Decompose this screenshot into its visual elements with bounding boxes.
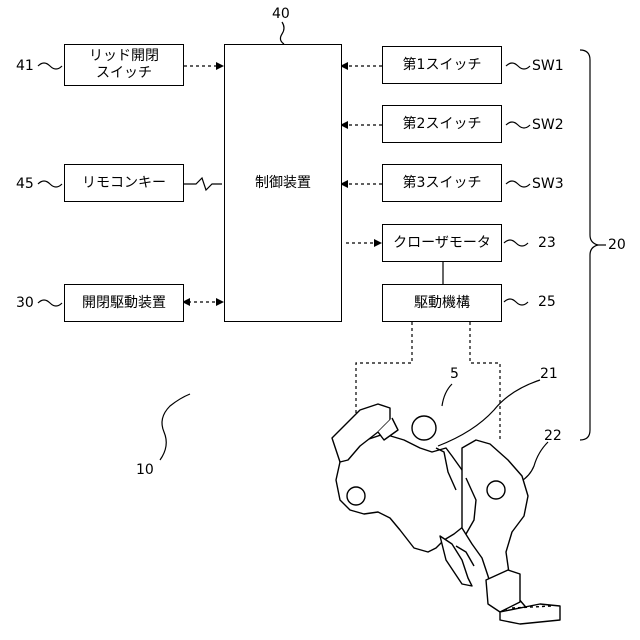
ref-45: 45	[16, 176, 34, 192]
leader-23	[504, 240, 528, 246]
switch1-box: 第1スイッチ	[382, 46, 502, 84]
closer-motor-box: クローザモータ	[382, 224, 502, 262]
switch3-label: 第3スイッチ	[403, 175, 482, 192]
leader-10	[160, 394, 190, 460]
switch3-box: 第3スイッチ	[382, 164, 502, 202]
ref-sw1: SW1	[532, 58, 564, 74]
pivot-right	[487, 481, 505, 499]
arrowhead-drive-right	[216, 298, 224, 306]
leader-45	[38, 181, 62, 187]
ref-sw2: SW2	[532, 117, 564, 133]
lid-switch-box: リッド開閉 スイッチ	[64, 44, 184, 86]
drive-mechanism-label: 駆動機構	[414, 295, 470, 312]
leader-25	[504, 299, 528, 305]
linkage-left	[356, 322, 412, 418]
leader-40	[280, 22, 284, 44]
switch2-label: 第2スイッチ	[403, 116, 482, 133]
leader-5	[442, 384, 452, 406]
lid-switch-label: リッド開閉 スイッチ	[89, 48, 159, 82]
remote-key-label: リモコンキー	[82, 175, 166, 192]
leader-sw1	[506, 63, 530, 69]
leader-sw2	[506, 122, 530, 128]
ref-5: 5	[450, 366, 459, 382]
ref-22: 22	[544, 428, 562, 444]
ref-21: 21	[540, 366, 558, 382]
wireless-zigzag	[184, 178, 222, 190]
switch2-box: 第2スイッチ	[382, 105, 502, 143]
ref-23: 23	[538, 235, 556, 251]
leader-30	[38, 300, 62, 306]
arrowhead-motor	[374, 239, 382, 247]
ref-20: 20	[608, 237, 626, 253]
arrowhead-lid	[216, 62, 224, 70]
ref-sw3: SW3	[532, 176, 564, 192]
ref-41: 41	[16, 58, 34, 74]
leader-sw3	[506, 181, 530, 187]
pivot-left	[347, 487, 365, 505]
open-close-drive-label: 開閉駆動装置	[82, 295, 166, 312]
ref-25: 25	[538, 294, 556, 310]
controller-box: 制御装置	[224, 44, 342, 322]
switch1-label: 第1スイッチ	[403, 57, 482, 74]
ref-10: 10	[136, 462, 154, 478]
leader-22	[520, 442, 548, 482]
linkage-right	[470, 322, 500, 440]
lower-arm	[440, 536, 472, 586]
open-close-drive-box: 開閉駆動装置	[64, 284, 184, 322]
striker-ball	[412, 416, 436, 440]
group-brace	[580, 50, 598, 440]
leader-21	[438, 380, 540, 446]
closer-motor-label: クローザモータ	[393, 235, 491, 252]
drive-mechanism-box: 駆動機構	[382, 284, 502, 322]
leader-41	[38, 63, 62, 69]
ref-30: 30	[16, 295, 34, 311]
remote-key-box: リモコンキー	[64, 164, 184, 202]
ref-40: 40	[272, 6, 290, 22]
controller-label: 制御装置	[255, 175, 311, 192]
